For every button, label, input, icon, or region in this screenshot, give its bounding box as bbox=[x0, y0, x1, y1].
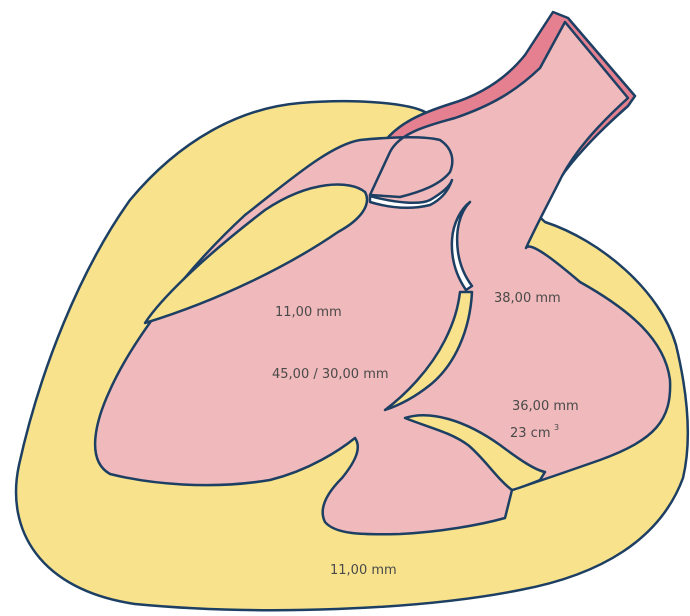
label-la-diameter: 36,00 mm bbox=[512, 399, 579, 414]
label-septum-thickness: 11,00 mm bbox=[275, 305, 342, 320]
label-lv-diameters: 45,00 / 30,00 mm bbox=[272, 367, 389, 382]
label-aortic-root: 38,00 mm bbox=[494, 291, 561, 306]
label-posterior-wall-thickness: 11,00 mm bbox=[330, 563, 397, 578]
label-la-volume-exponent: 3 bbox=[554, 423, 559, 432]
label-la-volume: 23 cm bbox=[510, 426, 551, 441]
